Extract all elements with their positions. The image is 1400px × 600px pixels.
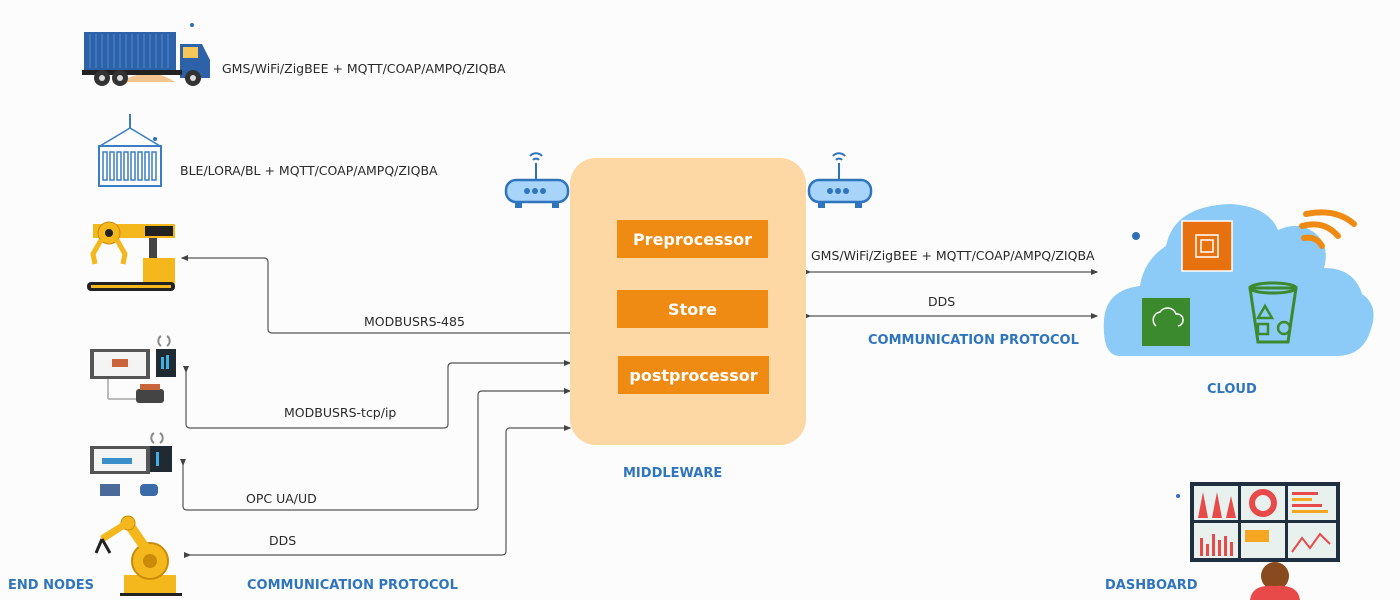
preprocessor-block: Preprocessor bbox=[617, 220, 768, 258]
postprocessor-block: postprocessor bbox=[618, 356, 769, 394]
middleware-caption: MIDDLEWARE bbox=[623, 466, 723, 481]
connector-dds-left bbox=[184, 425, 572, 558]
protocol-label-container: BLE/LORA/BL + MQTT/COAP/AMPQ/ZIQBA bbox=[180, 163, 438, 178]
store-block: Store bbox=[617, 290, 768, 328]
protocol-label-truck: GMS/WiFi/ZigBEE + MQTT/COAP/AMPQ/ZIQBA bbox=[222, 61, 506, 76]
cloud-protocol-label-2: DDS bbox=[928, 294, 956, 309]
router-icon-left bbox=[504, 152, 570, 208]
cloud-caption: CLOUD bbox=[1207, 382, 1257, 397]
right-protocol-caption: COMMUNICATION PROTOCOL bbox=[868, 333, 1079, 348]
cloud-protocol-label-1: GMS/WiFi/ZigBEE + MQTT/COAP/AMPQ/ZIQBA bbox=[811, 248, 1095, 263]
protocol-label-dds: DDS bbox=[269, 533, 297, 548]
industrial-machine-icon bbox=[87, 221, 175, 291]
dashboard-icon bbox=[1176, 482, 1340, 600]
protocol-label-opc: OPC UA/UD bbox=[246, 491, 317, 506]
robot-arm-icon bbox=[94, 515, 182, 596]
container-icon bbox=[98, 114, 162, 187]
truck-icon bbox=[82, 23, 210, 86]
plc-motor-icon bbox=[90, 432, 172, 496]
end-nodes-caption: END NODES bbox=[8, 578, 95, 593]
cloud-icon bbox=[1103, 204, 1374, 356]
router-icon-right bbox=[807, 152, 873, 208]
left-protocol-caption: COMMUNICATION PROTOCOL bbox=[247, 578, 458, 593]
dashboard-caption: DASHBOARD bbox=[1105, 578, 1198, 593]
connector-modbus-485 bbox=[180, 255, 576, 336]
protocol-label-modbus-485: MODBUSRS-485 bbox=[364, 314, 465, 329]
plc-hmi-icon bbox=[90, 335, 176, 403]
protocol-label-modbus-tcp: MODBUSRS-tcp/ip bbox=[284, 405, 397, 420]
